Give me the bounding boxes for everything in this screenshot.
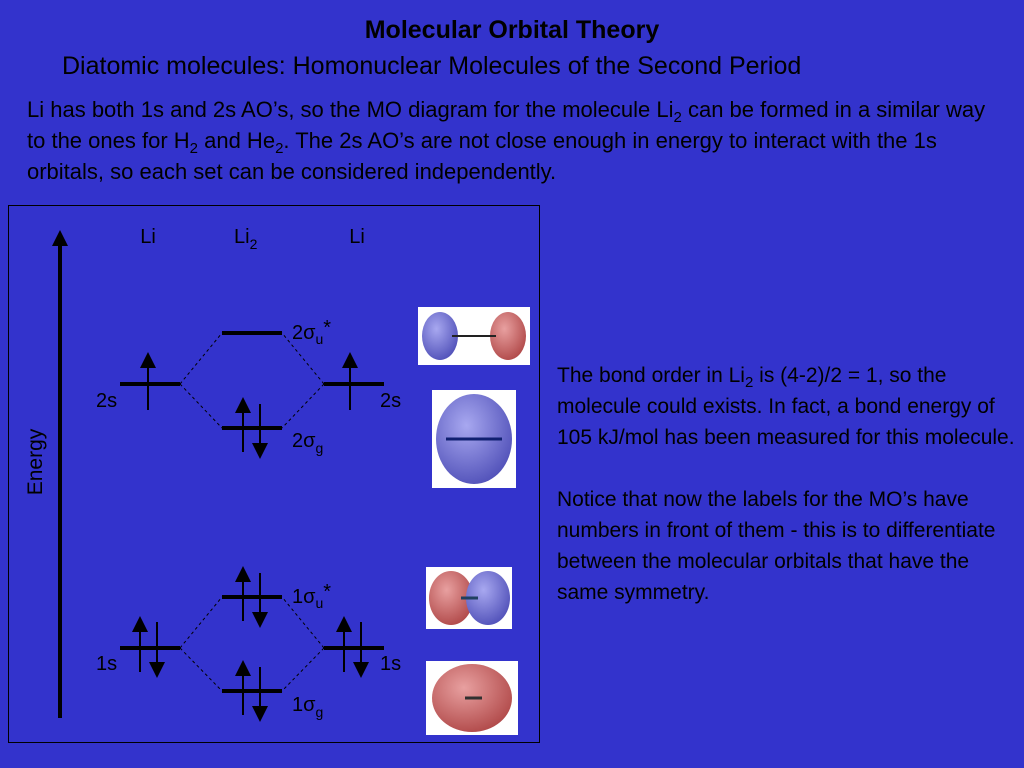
diagram-frame: [8, 205, 540, 743]
molecule-label: Li2: [234, 226, 258, 252]
slide-title: Molecular Orbital Theory: [364, 16, 660, 44]
label-1s-right: 1s: [380, 653, 401, 675]
connectors-1s: [179, 596, 325, 692]
intro-sub-1: 2: [673, 109, 682, 126]
intro-sub-3: 2: [275, 140, 284, 157]
label-2s-left: 2s: [96, 390, 117, 412]
molecule-sub: 2: [250, 236, 258, 252]
bond-order-paragraph: The bond order in Li2 is (4-2)/2 = 1, so…: [557, 364, 1015, 449]
molecule-name: Li: [234, 226, 250, 248]
intro-text-4: . The 2s AO’s are not close enough in en…: [27, 128, 937, 184]
intro-text-1: Li has both 1s and 2s AO’s, so the MO di…: [27, 97, 674, 122]
notice-paragraph: Notice that now the labels for the MO’s …: [557, 488, 996, 604]
intro-text-3: and He: [198, 128, 276, 153]
connectors-2s: [179, 332, 325, 429]
label-2sg: 2σg: [292, 430, 323, 456]
slide-subtitle: Diatomic molecules: Homonuclear Molecule…: [62, 52, 802, 80]
energy-label: Energy: [24, 428, 47, 495]
orbital-image-1sg: [426, 661, 518, 735]
right-atom-label: Li: [349, 226, 365, 248]
orbital-image-2su: [418, 307, 530, 365]
orbital-image-2sg: [432, 390, 516, 488]
orbital-image-1su: [426, 567, 512, 629]
left-atom-label: Li: [140, 226, 156, 248]
label-2su: 2σu*: [292, 317, 331, 347]
label-1s-left: 1s: [96, 653, 117, 675]
intro-sub-2: 2: [189, 140, 198, 157]
intro-text-2: can be formed in a similar way to the on…: [27, 97, 986, 153]
label-1sg: 1σg: [292, 694, 323, 720]
label-2s-right: 2s: [380, 390, 401, 412]
label-1su: 1σu*: [292, 581, 331, 611]
explanation-text: The bond order in Li2 is (4-2)/2 = 1, so…: [557, 360, 1022, 639]
intro-paragraph: Li has both 1s and 2s AO’s, so the MO di…: [27, 94, 1007, 187]
